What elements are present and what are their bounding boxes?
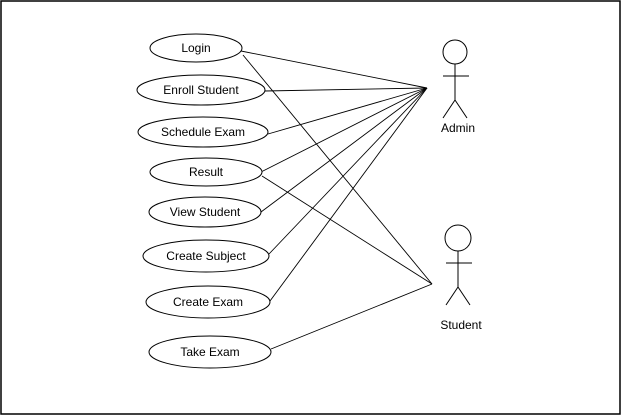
actor-left-leg (442, 99, 456, 119)
actor-label: Student (440, 318, 482, 332)
use-case-subject: Create Subject (142, 239, 270, 273)
use-case-enroll: Enroll Student (136, 74, 266, 106)
use-case-ellipse (148, 196, 262, 228)
use-case-take: Take Exam (148, 335, 272, 369)
use-case-ellipse (137, 116, 269, 148)
use-case-view: View Student (148, 196, 262, 228)
association-exam-admin (269, 87, 428, 302)
use-case-ellipse (142, 239, 270, 273)
use-case-label: Take Exam (180, 345, 239, 359)
actor-head-icon (442, 39, 468, 65)
use-case-label: Login (181, 41, 210, 55)
use-case-exam: Create Exam (145, 285, 271, 319)
use-case-ellipse (145, 285, 271, 319)
use-case-ellipse (148, 335, 272, 369)
use-case-label: View Student (170, 205, 241, 219)
actor-admin: Admin (441, 39, 475, 135)
association-result-admin (260, 87, 428, 173)
use-case-schedule: Schedule Exam (137, 116, 269, 148)
use-case-login: Login (149, 33, 243, 63)
use-case-ellipse (136, 74, 266, 106)
use-case-label: Schedule Exam (161, 125, 245, 139)
association-login-admin (240, 50, 428, 89)
use-case-result: Result (149, 157, 263, 187)
association-enroll-admin (264, 87, 428, 92)
use-case-label: Create Subject (166, 249, 246, 263)
association-lines (240, 50, 433, 350)
actor-right-leg (454, 99, 468, 119)
association-schedule-admin (267, 87, 428, 135)
association-take-student (270, 283, 433, 350)
use-case-ellipse (149, 157, 263, 187)
association-login-student (242, 54, 433, 285)
use-case-label: Enroll Student (163, 83, 239, 97)
actor-student: Student (440, 224, 482, 332)
use-case-label: Create Exam (173, 295, 243, 309)
association-view-admin (260, 87, 428, 213)
use-case-ellipse (149, 33, 243, 63)
actor-label: Admin (441, 121, 475, 135)
actor-left-leg (445, 286, 459, 306)
association-subject-admin (268, 87, 428, 255)
actor-head-icon (444, 224, 472, 252)
use-case-label: Result (189, 165, 224, 179)
actor-right-leg (457, 286, 471, 306)
association-result-student (261, 175, 433, 285)
